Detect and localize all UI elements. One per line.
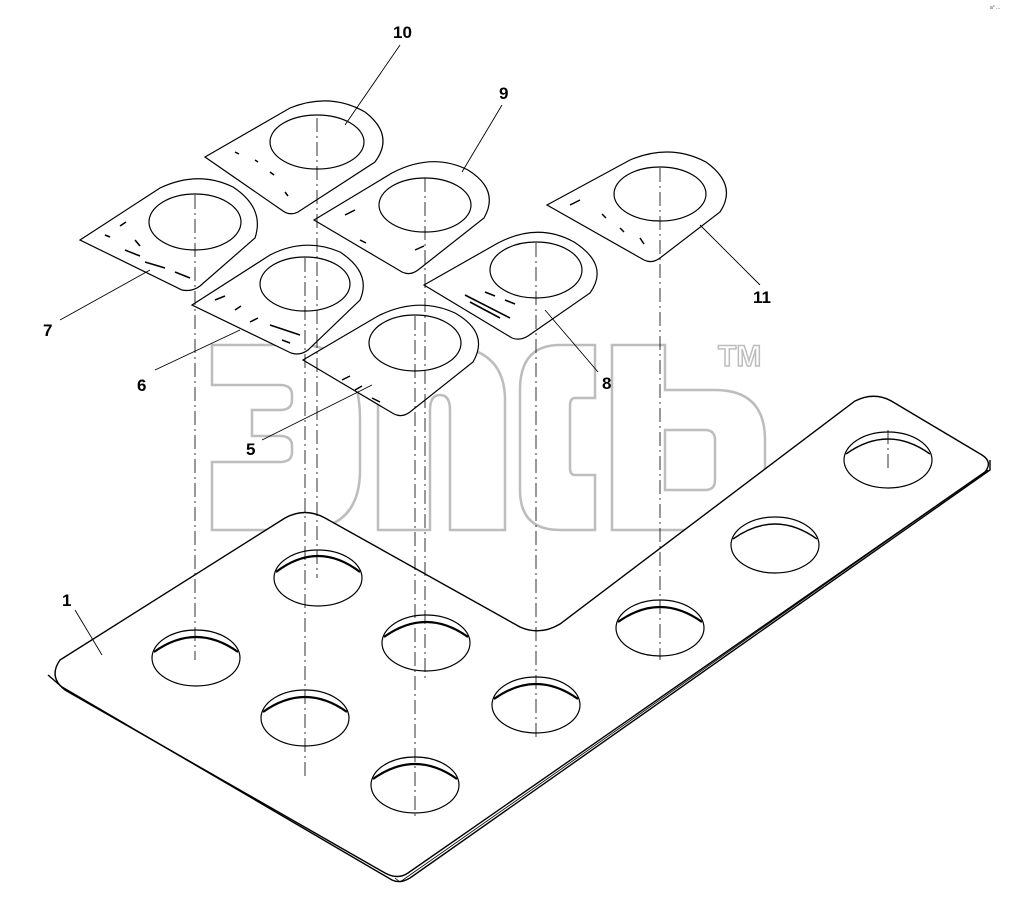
callout-10: 10 <box>393 23 412 42</box>
callouts: 10 9 11 7 6 8 5 1 <box>43 23 771 610</box>
watermark-logo: TM <box>210 339 767 532</box>
hole <box>730 516 820 574</box>
base-plate <box>47 395 991 883</box>
callout-9: 9 <box>499 84 508 103</box>
callout-8: 8 <box>602 374 611 393</box>
leader-lines <box>59 44 761 656</box>
hole <box>273 549 363 607</box>
callout-1: 1 <box>62 591 71 610</box>
hole <box>381 614 471 672</box>
callout-11: 11 <box>753 288 771 307</box>
watermark-tm: TM <box>718 340 761 373</box>
callout-5: 5 <box>246 440 255 459</box>
corner-mark: a° ... <box>990 5 1000 11</box>
hole <box>151 629 241 687</box>
decal-7 <box>78 178 258 292</box>
center-lines <box>194 118 889 820</box>
callout-6: 6 <box>137 376 146 395</box>
callout-7: 7 <box>43 321 52 340</box>
